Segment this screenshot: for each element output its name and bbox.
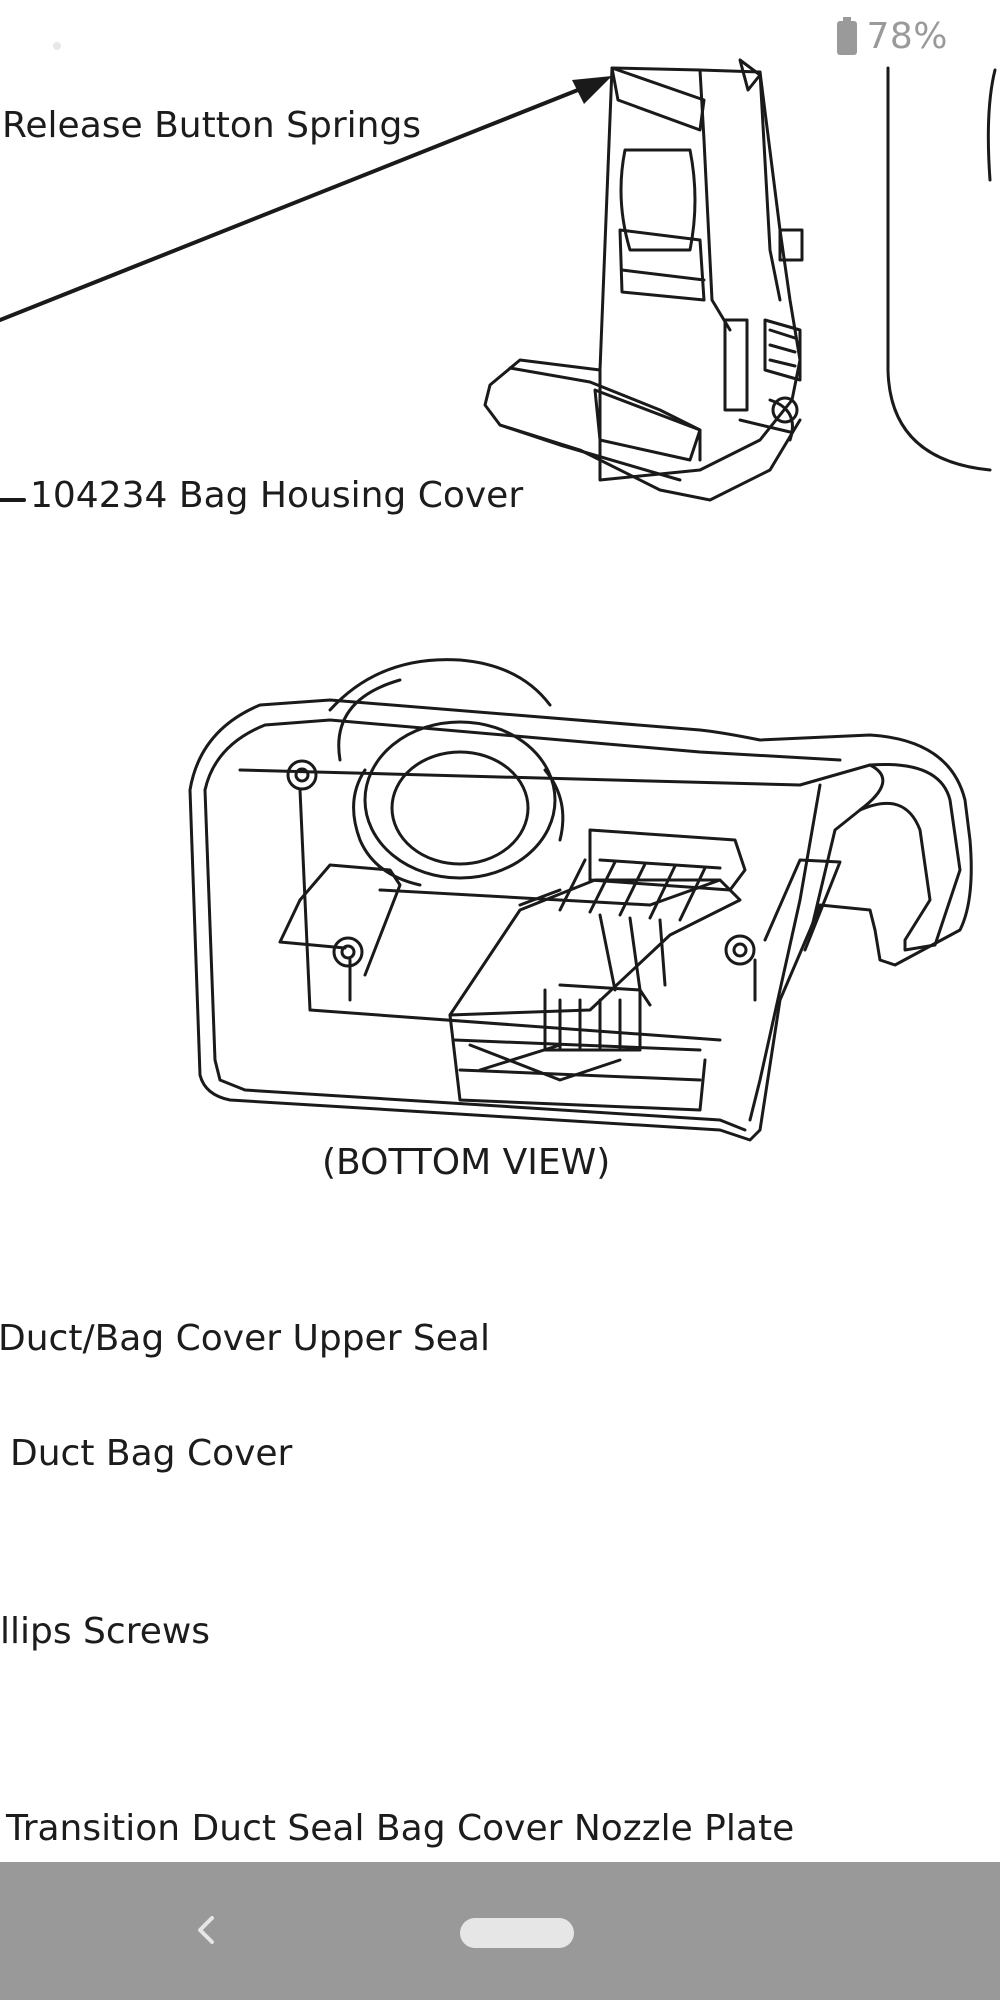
- home-pill-icon[interactable]: [460, 1918, 574, 1948]
- label-duct-bag-cover: Duct Bag Cover: [10, 1433, 293, 1474]
- label-bottom-view: (BOTTOM VIEW): [322, 1142, 611, 1183]
- label-transition-duct-seal: Transition Duct Seal Bag Cover Nozzle Pl…: [6, 1808, 795, 1849]
- status-bar: 78%: [0, 0, 1000, 70]
- back-chevron-icon[interactable]: [186, 1902, 226, 1958]
- parts-diagram: [0, 58, 997, 1142]
- bag-housing-cover-drawing: [188, 658, 973, 1142]
- leader-arrow: [0, 76, 612, 322]
- battery-percent: 78%: [866, 15, 948, 57]
- battery-icon: [837, 17, 858, 55]
- label-phillips-screws: llips Screws: [0, 1611, 211, 1652]
- vacuum-illustration: [483, 58, 997, 502]
- battery-indicator: 78%: [836, 15, 948, 57]
- status-notification-dot: [53, 42, 61, 50]
- manual-page[interactable]: Release Button Springs 104234 Bag Housin…: [0, 0, 1000, 1862]
- label-release-button-springs: Release Button Springs: [2, 105, 422, 146]
- label-bag-housing-cover: 104234 Bag Housing Cover: [30, 475, 524, 516]
- label-upper-seal: Duct/Bag Cover Upper Seal: [0, 1318, 490, 1359]
